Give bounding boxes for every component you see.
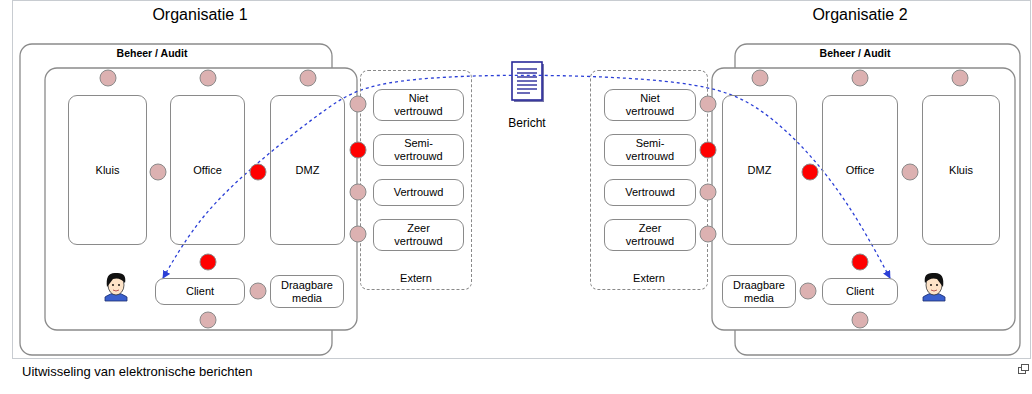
zone-box: Draagbare media — [270, 275, 344, 308]
box-label: Kluis — [96, 164, 120, 177]
person-icon — [923, 273, 945, 301]
connection-port — [700, 226, 716, 242]
connection-port — [852, 312, 868, 328]
connection-port — [100, 70, 116, 86]
box-label: DMZ — [296, 164, 320, 177]
connection-port — [752, 70, 768, 86]
zone-box: DMZ — [270, 95, 345, 245]
box-label: Vertrouwd — [394, 186, 444, 199]
connection-port — [350, 142, 366, 158]
zone-box: DMZ — [722, 95, 797, 245]
message-route — [163, 75, 890, 278]
zone-box: Niet vertrouwd — [373, 89, 464, 121]
connection-port — [802, 164, 818, 180]
connection-port — [700, 142, 716, 158]
group-label: Extern — [591, 272, 707, 285]
connection-port — [200, 70, 216, 86]
zone-box: Draagbare media — [722, 275, 796, 308]
box-label: Client — [846, 285, 874, 298]
box-label: Office — [846, 164, 875, 177]
external-group: Niet vertrouwdSemi-vertrouwdVertrouwdZee… — [590, 70, 708, 290]
connection-port — [852, 70, 868, 86]
internal-zone — [45, 68, 357, 330]
band-label: Beheer / Audit — [52, 47, 252, 59]
internal-zone — [712, 68, 1015, 330]
zone-box: Client — [822, 278, 898, 305]
connection-port — [800, 283, 816, 299]
zone-box: Vertrouwd — [604, 179, 696, 206]
connection-port — [350, 226, 366, 242]
box-label: Office — [193, 164, 222, 177]
organisation-heading: Organisatie 1 — [100, 6, 300, 24]
box-label: Draagbare media — [274, 279, 340, 304]
group-label: Extern — [361, 272, 471, 285]
connection-port — [350, 184, 366, 200]
zone-box: Kluis — [922, 95, 1000, 245]
connection-port — [902, 164, 918, 180]
zone-box: Office — [170, 95, 245, 245]
band-label: Beheer / Audit — [755, 47, 955, 59]
connection-port — [350, 96, 366, 112]
zone-box: Office — [822, 95, 898, 245]
zone-box: Semi-vertrouwd — [604, 134, 696, 166]
box-label: Draagbare media — [726, 279, 792, 304]
box-label: Niet vertrouwd — [386, 92, 452, 117]
box-label: Vertrouwd — [625, 186, 675, 199]
zone-box: Kluis — [68, 95, 147, 245]
zone-box: Semi-vertrouwd — [373, 134, 464, 166]
box-label: Semi-vertrouwd — [386, 137, 452, 162]
connection-port — [250, 283, 266, 299]
expand-icon — [1019, 365, 1029, 374]
zone-box: Client — [155, 278, 245, 305]
box-label: Kluis — [949, 164, 973, 177]
connection-port — [150, 164, 166, 180]
figure-caption: Uitwisseling van elektronische berichten — [22, 364, 253, 379]
zone-box: Zeer vertrouwd — [373, 219, 464, 251]
connection-port — [200, 254, 216, 270]
document-icon — [512, 62, 544, 102]
box-label: Semi-vertrouwd — [617, 137, 683, 162]
connection-port — [250, 164, 266, 180]
box-label: Zeer vertrouwd — [386, 222, 452, 247]
organisation-frame: KluisOfficeDMZClientDraagbare mediaOrgan… — [20, 44, 332, 355]
connection-port — [952, 70, 968, 86]
zone-box: Niet vertrouwd — [604, 89, 696, 121]
zone-box: Vertrouwd — [373, 179, 464, 206]
connection-port — [300, 70, 316, 86]
box-label: Niet vertrouwd — [617, 92, 683, 117]
external-group: Niet vertrouwdSemi-vertrouwdVertrouwdZee… — [360, 70, 472, 290]
box-label: Zeer vertrouwd — [617, 222, 683, 247]
organisation-heading: Organisatie 2 — [760, 6, 960, 24]
box-label: Client — [186, 285, 214, 298]
connection-port — [852, 254, 868, 270]
message-label: Bericht — [497, 116, 557, 130]
connection-port — [700, 96, 716, 112]
connection-port — [200, 312, 216, 328]
figure-border — [13, 1, 1031, 359]
connection-port — [700, 184, 716, 200]
organisation-frame: DMZOfficeKluisDraagbare mediaClientOrgan… — [735, 44, 1020, 355]
person-icon — [105, 273, 127, 301]
zone-box: Zeer vertrouwd — [604, 219, 696, 251]
box-label: DMZ — [748, 164, 772, 177]
